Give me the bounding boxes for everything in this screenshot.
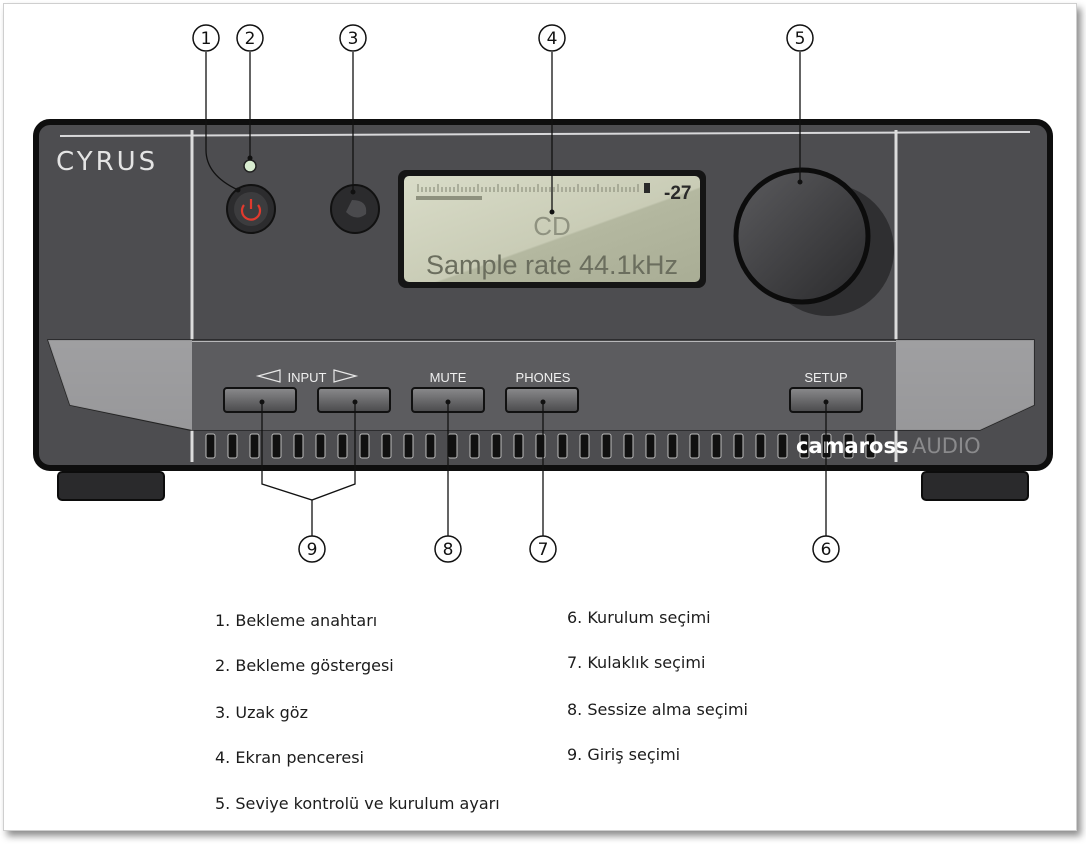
vent-slot <box>447 433 458 459</box>
shelf-bevel <box>48 340 192 430</box>
svg-text:INPUT: INPUT <box>288 370 327 385</box>
vent-slot <box>755 433 766 459</box>
callout-5: 5 <box>786 24 814 52</box>
top-highlight <box>59 131 1031 137</box>
vent-slot <box>711 433 722 459</box>
callout-1: 1 <box>192 24 220 52</box>
callout-6: 6 <box>812 535 840 563</box>
volume-bar <box>416 196 482 200</box>
vent-slot <box>271 433 282 459</box>
vent-slot <box>359 433 370 459</box>
power-icon <box>240 199 262 221</box>
display-source: CD <box>533 211 571 241</box>
display-screen <box>404 176 700 282</box>
callout-4: 4 <box>538 24 566 52</box>
remote-eye-lens-icon <box>346 200 367 218</box>
svg-text:3: 3 <box>348 29 359 49</box>
right-foot <box>921 471 1029 501</box>
mute-label: MUTE <box>430 370 467 385</box>
input-label: INPUT <box>255 369 359 385</box>
svg-text:8: 8 <box>443 540 454 560</box>
svg-text:2: 2 <box>245 29 256 49</box>
vent-slot <box>469 433 480 459</box>
shelf-bevel-right <box>896 340 1034 430</box>
volume-readout: -27 <box>664 183 691 204</box>
legend-item-3: 3. Uzak göz <box>215 703 308 722</box>
vent-slots <box>205 433 876 459</box>
vent-slot <box>865 433 876 459</box>
watermark-secondary: AUDIO <box>912 434 981 458</box>
left-foot <box>57 471 165 501</box>
vent-slot <box>777 433 788 459</box>
svg-text:6: 6 <box>821 540 832 560</box>
vent-slot <box>623 433 634 459</box>
callout-7: 7 <box>529 535 557 563</box>
svg-text:5: 5 <box>795 29 806 49</box>
vent-slot <box>403 433 414 459</box>
setup-label: SETUP <box>804 370 847 385</box>
legend-item-4: 4. Ekran penceresi <box>215 748 364 767</box>
vent-slot <box>293 433 304 459</box>
phones-label: PHONES <box>516 370 571 385</box>
vent-slot <box>381 433 392 459</box>
legend-item-8: 8. Sessize alma seçimi <box>567 700 748 719</box>
legend-item-1: 1. Bekleme anahtarı <box>215 611 378 630</box>
vent-slot <box>315 433 326 459</box>
vent-slot <box>689 433 700 459</box>
vent-slot <box>843 433 854 459</box>
legend-item-6: 6. Kurulum seçimi <box>567 608 711 627</box>
vent-slot <box>799 433 810 459</box>
svg-text:9: 9 <box>307 540 318 560</box>
callout-2: 2 <box>236 24 264 52</box>
vent-slot <box>227 433 238 459</box>
legend-item-7: 7. Kulaklık seçimi <box>567 653 706 672</box>
scale-pointer <box>644 183 650 193</box>
vent-slot <box>645 433 656 459</box>
svg-text:4: 4 <box>547 29 558 49</box>
callout-lines <box>205 52 827 536</box>
vent-slot <box>601 433 612 459</box>
svg-text:1: 1 <box>201 29 212 49</box>
callout-markers <box>235 155 829 405</box>
watermark-primary: camaross <box>796 434 908 458</box>
legend-item-9: 9. Giriş seçimi <box>567 745 681 764</box>
vent-slot <box>557 433 568 459</box>
vent-slot <box>337 433 348 459</box>
vent-slot <box>535 433 546 459</box>
vent-slot <box>491 433 502 459</box>
input-left-arrow-icon <box>255 369 281 383</box>
vent-slot <box>249 433 260 459</box>
volume-scale <box>417 183 650 193</box>
callout-3: 3 <box>339 24 367 52</box>
vent-slot <box>733 433 744 459</box>
volume-knob[interactable] <box>733 167 871 305</box>
svg-text:7: 7 <box>538 540 549 560</box>
legend-item-5: 5. Seviye kontrolü ve kurulum ayarı <box>215 794 500 813</box>
standby-led <box>243 159 257 173</box>
input-right-arrow-icon <box>333 369 359 383</box>
brand-logo: CYRUS <box>56 147 158 177</box>
display-info: Sample rate 44.1kHz <box>426 250 678 280</box>
vent-slot <box>513 433 524 459</box>
callout-9: 9 <box>298 535 326 563</box>
input-left-button[interactable] <box>223 387 297 413</box>
vent-slot <box>425 433 436 459</box>
vent-slot <box>205 433 216 459</box>
callout-8: 8 <box>434 535 462 563</box>
shelf-face <box>192 342 896 430</box>
vent-slot <box>667 433 678 459</box>
vent-slot <box>579 433 590 459</box>
legend-item-2: 2. Bekleme göstergesi <box>215 656 394 675</box>
